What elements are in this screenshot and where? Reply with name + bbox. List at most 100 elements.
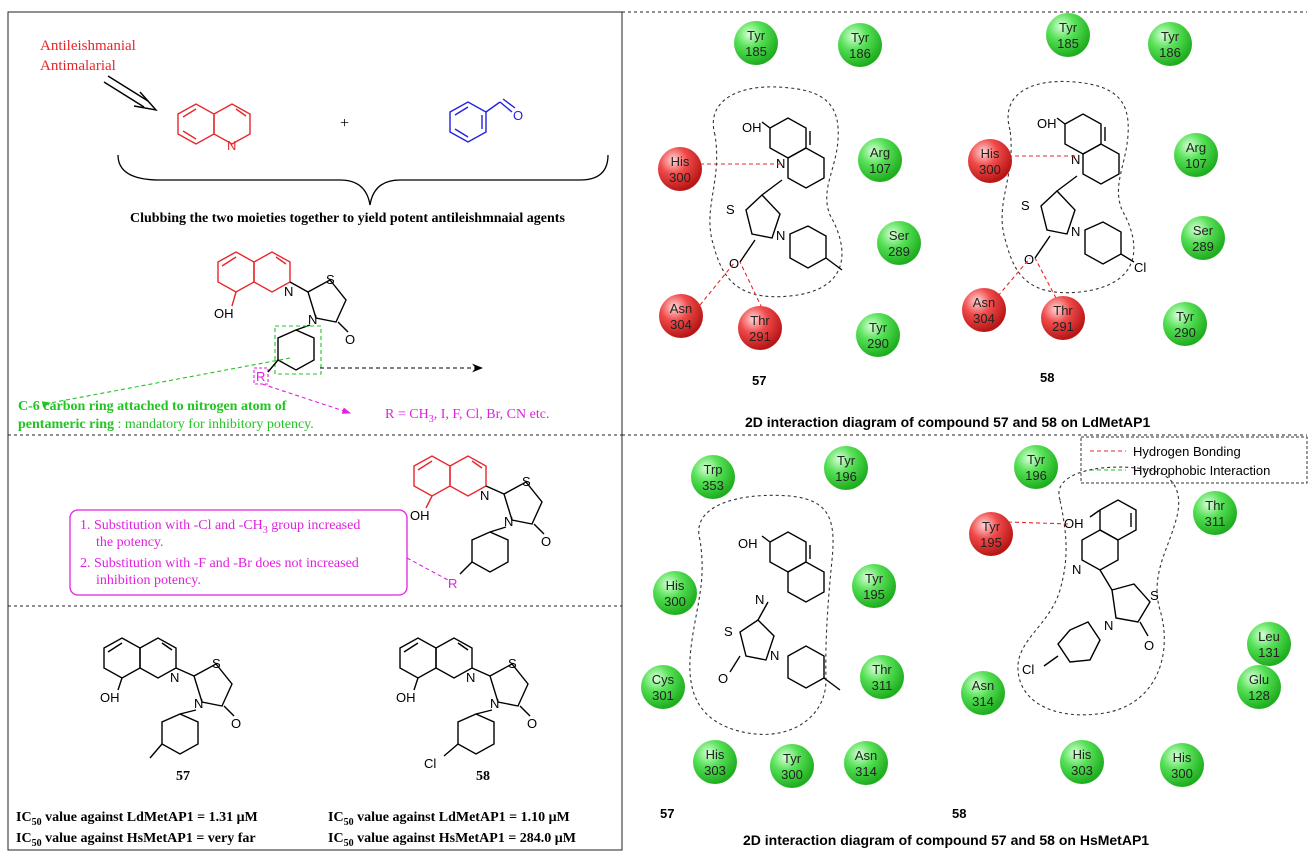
left-top-panel: Antileishmanial Antimalarial N + O — [18, 38, 609, 432]
pocket-57-ld — [709, 86, 843, 298]
residue-name: Asn — [855, 748, 877, 763]
residue-number: 304 — [670, 317, 692, 332]
ld57-n2: N — [776, 228, 785, 243]
right-top-panel: OH N S N O OH N S N O Cl — [658, 13, 1225, 430]
residue-name: Tyr — [865, 571, 884, 586]
residue-bubble — [961, 671, 1005, 715]
ld57-oh: OH — [742, 120, 762, 135]
hs58-o: O — [1144, 638, 1154, 653]
residue-name: Asn — [973, 295, 995, 310]
sar-oh: OH — [410, 508, 430, 523]
c6-text-line1: C-6 carbon ring attached to nitrogen ato… — [18, 399, 287, 414]
hs-ligand-58: OH N S N O Cl — [1022, 499, 1159, 677]
sar-box — [69, 509, 408, 596]
residue-name: His — [981, 146, 1000, 161]
hs-caption: 2D interaction diagram of compound 57 an… — [743, 832, 1149, 848]
residue-bubble — [856, 313, 900, 357]
ld57-s: S — [726, 202, 735, 217]
residue-name: Thr — [872, 662, 892, 677]
pocket-58-ld — [1001, 80, 1135, 294]
c57-n2: N — [194, 696, 203, 711]
residue-bubble — [1014, 445, 1058, 489]
residue-bubble — [1193, 491, 1237, 535]
hs-residues: Trp353Tyr196His300Tyr195Cys301Thr311His3… — [641, 445, 1291, 788]
hs57-oh: OH — [738, 536, 758, 551]
c57-o: O — [231, 716, 241, 731]
residue-number: 196 — [1025, 468, 1047, 483]
hollow-arrow-icon — [103, 75, 158, 112]
quinoline-structure: N — [177, 103, 251, 153]
ld-label-57: 57 — [752, 373, 766, 388]
residue-number: 300 — [781, 767, 803, 782]
hs58-oh: OH — [1064, 516, 1084, 531]
label-antileishmanial: Antileishmanial — [40, 38, 136, 54]
residue-bubble — [852, 564, 896, 608]
hs57-n: N — [755, 592, 764, 607]
residue-bubble — [1148, 22, 1192, 66]
residue-name: Thr — [750, 313, 770, 328]
residue-name: Tyr — [1176, 309, 1195, 324]
sar-o: O — [541, 534, 551, 549]
sar-n2: N — [504, 514, 513, 529]
ic50-58-hs: IC50 value against HsMetAP1 = 284.0 μM — [328, 831, 576, 849]
residue-bubble — [659, 294, 703, 338]
hs58-n: N — [1072, 562, 1081, 577]
residue-bubble — [824, 446, 868, 490]
residue-bubble — [838, 23, 882, 67]
residue-number: 300 — [664, 594, 686, 609]
right-bottom-panel: Hydrogen Bonding Hydrophobic Interaction… — [641, 436, 1308, 848]
residue-name: Glu — [1249, 672, 1269, 687]
plus-sign: + — [340, 115, 349, 132]
residue-number: 195 — [980, 535, 1002, 550]
compound-58-structure: OH N S N O Cl — [396, 637, 537, 771]
left-bottom-panel: OH N S N O 57 OH N S N O — [16, 637, 576, 849]
residue-number: 289 — [888, 244, 910, 259]
residue-number: 353 — [702, 478, 724, 493]
residue-bubble — [1060, 740, 1104, 784]
residue-number: 185 — [1057, 36, 1079, 51]
c57-oh: OH — [100, 690, 120, 705]
ld58-n: N — [1071, 152, 1080, 167]
residue-bubble — [1174, 133, 1218, 177]
residue-name: His — [671, 154, 690, 169]
residue-name: Arg — [1186, 140, 1206, 155]
residue-bubble — [1160, 743, 1204, 787]
hybrid-s: S — [326, 272, 335, 287]
curly-brace — [117, 154, 609, 206]
c58-n1: N — [466, 670, 475, 685]
c57-n1: N — [170, 670, 179, 685]
hs-label-58: 58 — [952, 806, 966, 821]
hs58-n2: N — [1104, 618, 1113, 633]
residue-name: Cys — [652, 672, 675, 687]
residue-name: Tyr — [837, 453, 856, 468]
ld57-o: O — [729, 256, 739, 271]
residue-bubble — [877, 221, 921, 265]
benzaldehyde-structure: O — [449, 98, 523, 143]
c58-cl: Cl — [424, 756, 436, 771]
sar-item1-line1: 1. Substitution with -Cl and -CH3 group … — [80, 518, 360, 536]
residue-bubble — [1163, 302, 1207, 346]
residue-name: His — [706, 747, 725, 762]
compound-57-structure: OH N S N O — [100, 637, 241, 759]
compound-58-label: 58 — [476, 769, 490, 784]
sar-item2-line2: inhibition potency. — [96, 573, 201, 588]
ic50-57-ld: IC50 value against LdMetAP1 = 1.31 μM — [16, 810, 258, 828]
ld58-oh: OH — [1037, 116, 1057, 131]
